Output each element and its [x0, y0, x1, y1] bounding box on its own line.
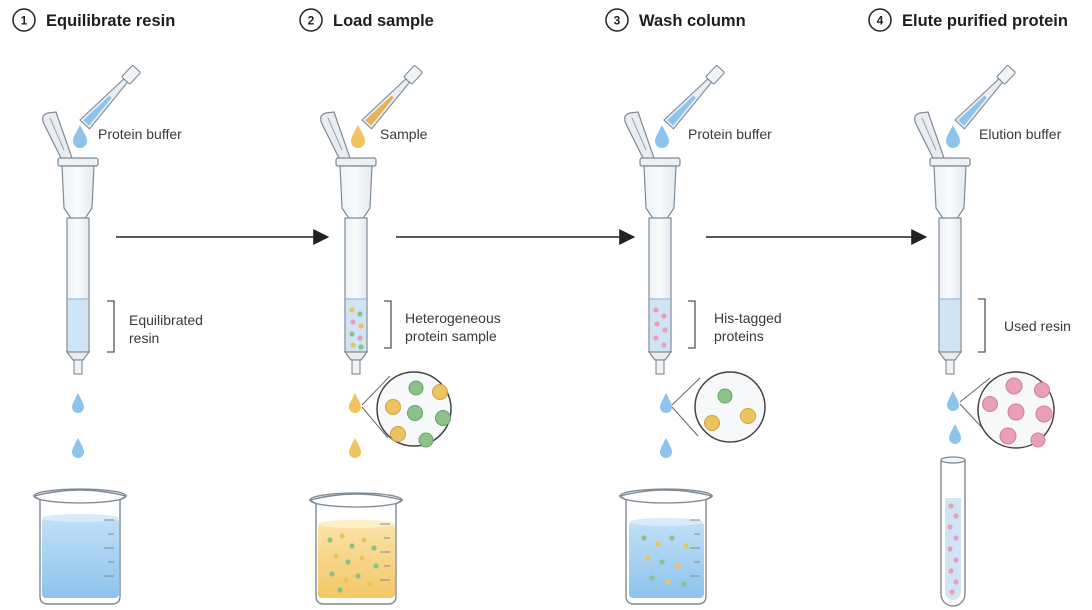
step-2-title: Load sample: [333, 12, 434, 30]
step-1-resin-label-line-2: resin: [129, 330, 159, 346]
column-icon: [42, 111, 99, 375]
drop-icon: [946, 125, 960, 148]
protein-dots: [653, 307, 668, 348]
step-4-reagent-label: Elution buffer: [979, 126, 1062, 142]
bracket: [978, 298, 986, 353]
drop-icon: [351, 125, 365, 148]
protein-dots: [641, 535, 689, 587]
bracket: [384, 300, 392, 349]
step-3-number-badge: [605, 8, 629, 32]
step-2-header: 2 Load sample: [299, 8, 434, 32]
step-1-reagent-label: Protein buffer: [98, 126, 182, 142]
test-tube-icon: [940, 456, 966, 607]
bracket: [688, 300, 696, 349]
step-1-number: 1: [21, 14, 28, 28]
beaker-icon: [32, 488, 128, 605]
step-4-header: 4 Elute purified protein: [868, 8, 1068, 32]
drop-icon: [660, 393, 672, 413]
step-3-number: 3: [614, 14, 621, 28]
step-1-panel: Protein buffer Equilibrated resin: [32, 65, 203, 605]
resin-bed: [940, 299, 960, 351]
beaker-icon: [618, 488, 714, 605]
drop-icon: [349, 438, 361, 458]
step-3-panel: Protein buffer His-tagged proteins: [618, 65, 782, 605]
drop-icon: [73, 125, 87, 148]
step-2-number-badge: [299, 8, 323, 32]
protein-dots: [327, 533, 379, 593]
column-icon: [914, 111, 971, 375]
drop-icon: [72, 438, 84, 458]
step-4-resin-label: Used resin: [1004, 318, 1071, 334]
magnifier-icon: [361, 371, 452, 448]
step-3-header: 3 Wash column: [605, 8, 746, 32]
drop-icon: [949, 424, 961, 444]
protein-dots: [349, 307, 364, 350]
drop-icon: [349, 393, 361, 413]
column-icon: [320, 111, 377, 375]
column-icon: [624, 111, 681, 375]
step-3-reagent-label: Protein buffer: [688, 126, 772, 142]
step-1-header: 1 Equilibrate resin: [12, 8, 175, 32]
step-1-resin-label-line-1: Equilibrated: [129, 312, 203, 328]
step-2-resin-label-line-2: protein sample: [405, 328, 497, 344]
pipette-icon: [361, 65, 423, 130]
step-2-reagent-label: Sample: [380, 126, 428, 142]
drop-icon: [72, 393, 84, 413]
resin-bed: [68, 299, 88, 351]
bracket: [107, 300, 115, 353]
pipette-icon: [663, 65, 725, 130]
step-2-number: 2: [308, 14, 315, 28]
drop-icon: [655, 125, 669, 148]
pipette-icon: [954, 65, 1016, 130]
protein-dots: [947, 503, 959, 595]
drop-icon: [947, 391, 959, 411]
magnifier-icon: [959, 371, 1055, 449]
step-1-number-badge: [12, 8, 36, 32]
step-4-number: 4: [877, 14, 884, 28]
step-4-number-badge: [868, 8, 892, 32]
beaker-icon: [308, 492, 404, 605]
pipette-icon: [79, 65, 141, 130]
step-2-panel: Sample Heterogeneous protei: [308, 65, 501, 605]
resin-bed: [650, 299, 670, 351]
drop-icon: [660, 438, 672, 458]
step-2-resin-label-line-1: Heterogeneous: [405, 310, 501, 326]
step-3-resin-label-line-1: His-tagged: [714, 310, 782, 326]
magnifier-icon: [671, 371, 766, 443]
step-4-panel: Elution buffer Used resin: [914, 65, 1071, 607]
step-4-title: Elute purified protein: [902, 12, 1068, 30]
step-3-resin-label-line-2: proteins: [714, 328, 764, 344]
step-1-title: Equilibrate resin: [46, 12, 175, 30]
step-3-title: Wash column: [639, 12, 746, 30]
